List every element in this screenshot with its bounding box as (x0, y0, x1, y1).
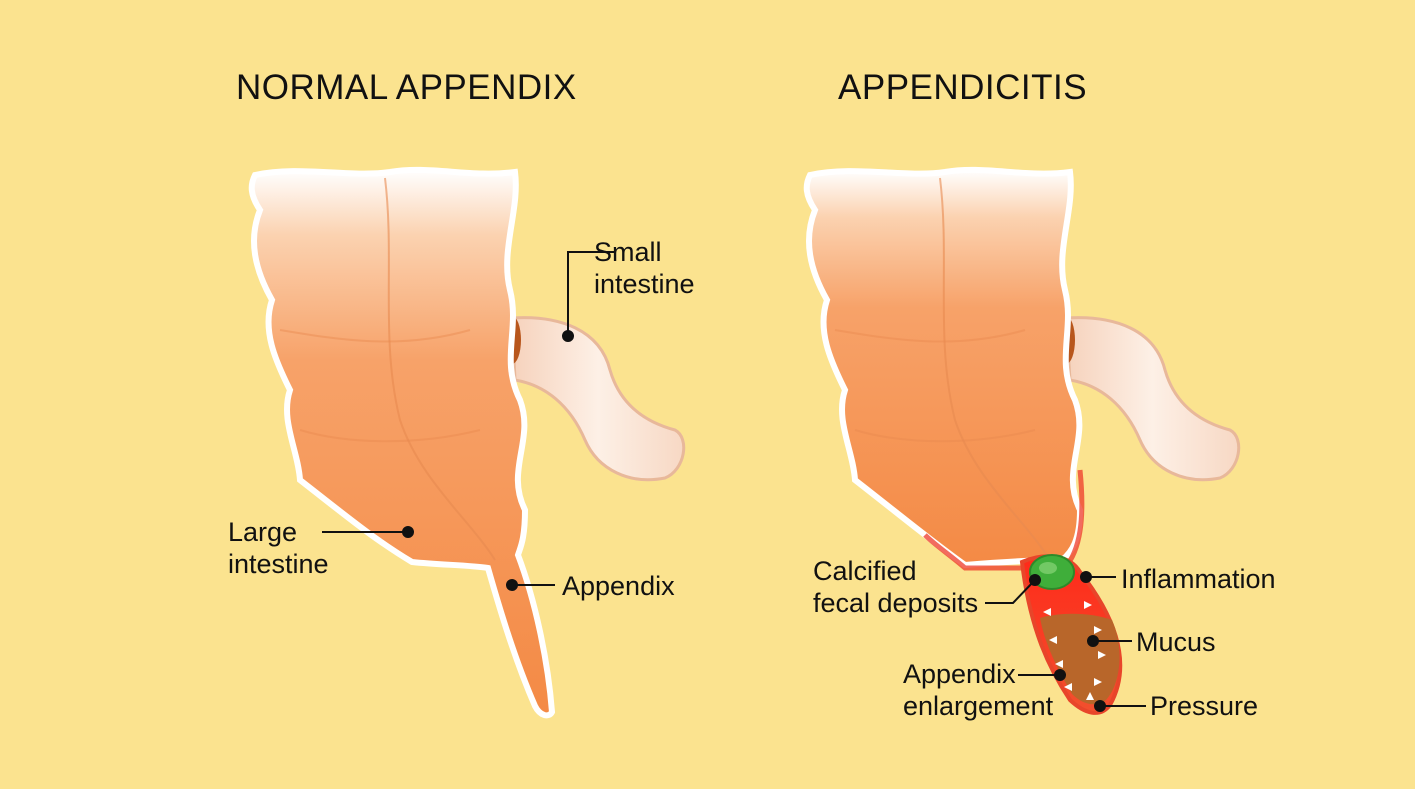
appendicitis-title: APPENDICITIS (838, 68, 1088, 107)
pressure-arrows (1043, 601, 1106, 700)
disease-small-intestine (1057, 316, 1241, 482)
inflamed-appendix (1019, 554, 1123, 715)
calcified-pointer (1029, 574, 1041, 586)
appendix-label: Appendix (562, 571, 675, 601)
large-intestine-label: Large intestine (228, 517, 329, 579)
normal-small-intestine (503, 316, 686, 482)
small-intestine-pointer (562, 330, 574, 342)
disease-leaders (985, 571, 1146, 712)
normal-leaders (322, 251, 616, 591)
pressure-pointer (1094, 700, 1106, 712)
appendix-enlargement-label: Appendix enlargement (903, 659, 1054, 721)
enlargement-pointer (1054, 669, 1066, 681)
inflammation-label: Inflammation (1121, 564, 1276, 594)
mucus-label: Mucus (1136, 627, 1216, 657)
normal-appendix-title: NORMAL APPENDIX (236, 68, 577, 107)
normal-large-intestine (248, 166, 556, 719)
small-intestine-label: Small intestine (594, 237, 695, 299)
large-intestine-pointer (402, 526, 414, 538)
pressure-label: Pressure (1150, 691, 1259, 721)
calcified-deposits-label: Calcified fecal deposits (813, 556, 979, 618)
mucus-pointer (1087, 635, 1099, 647)
appendix-pointer (506, 579, 518, 591)
disease-large-intestine (803, 166, 1085, 571)
inflammation-pointer (1080, 571, 1092, 583)
